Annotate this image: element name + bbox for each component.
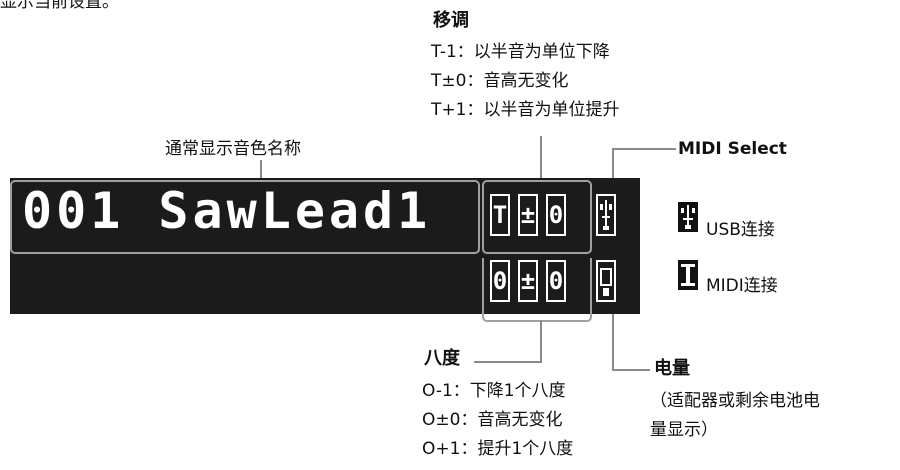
battery-leader-horizontal bbox=[612, 369, 650, 371]
octave-leader-horizontal bbox=[474, 361, 542, 363]
transpose-bracket bbox=[482, 180, 592, 254]
battery-leader-vertical bbox=[612, 314, 614, 370]
midi-select-leader-horizontal bbox=[612, 148, 676, 150]
midi-legend-icon bbox=[678, 260, 698, 290]
lcd-transpose-cell-3: 0 bbox=[546, 194, 566, 236]
octave-line-1: O-1：下降1个八度 bbox=[422, 381, 566, 401]
battery-title: 电量 bbox=[654, 358, 690, 379]
battery-line-2: 量显示） bbox=[650, 420, 718, 440]
header-fragment: 显示当前设置。 bbox=[0, 0, 119, 12]
octave-line-2: O±0：音高无变化 bbox=[422, 410, 563, 430]
usb-legend-label: USB连接 bbox=[706, 220, 775, 240]
battery-line-1: （适配器或剩余电池电 bbox=[650, 391, 820, 411]
octave-leader-vertical bbox=[540, 320, 542, 362]
voice-leader-line bbox=[260, 160, 262, 178]
lcd-voice-name: 001 SawLead1 bbox=[22, 182, 432, 240]
lcd-connection-usb-icon bbox=[596, 194, 616, 236]
lcd-transpose-cell-2: ± bbox=[518, 194, 538, 236]
transpose-line-1: T-1：以半音为单位下降 bbox=[431, 42, 610, 62]
lcd-octave-cell-3: 0 bbox=[546, 260, 566, 302]
midi-select-leader-vertical bbox=[612, 148, 614, 180]
octave-title: 八度 bbox=[424, 348, 460, 369]
lcd-row-1 bbox=[10, 178, 640, 254]
midi-select-label: MIDI Select bbox=[678, 139, 787, 159]
lcd-row-2 bbox=[10, 254, 640, 314]
voice-name-bracket bbox=[10, 180, 480, 254]
transpose-leader-line bbox=[540, 136, 542, 178]
transpose-line-3: T+1：以半音为单位提升 bbox=[431, 100, 620, 120]
midi-legend-label: MIDI连接 bbox=[706, 276, 778, 296]
lcd-battery-icon bbox=[596, 260, 616, 302]
voice-name-label: 通常显示音色名称 bbox=[165, 139, 301, 159]
usb-legend-icon bbox=[678, 202, 698, 232]
lcd-octave-cell-2: ± bbox=[518, 260, 538, 302]
lcd-octave-cell-1: 0 bbox=[490, 260, 510, 302]
octave-line-3: O+1：提升1个八度 bbox=[422, 439, 574, 459]
transpose-line-2: T±0：音高无变化 bbox=[431, 71, 569, 91]
lcd-transpose-cell-1: T bbox=[490, 194, 510, 236]
transpose-title: 移调 bbox=[433, 10, 469, 31]
octave-bracket bbox=[482, 258, 592, 322]
